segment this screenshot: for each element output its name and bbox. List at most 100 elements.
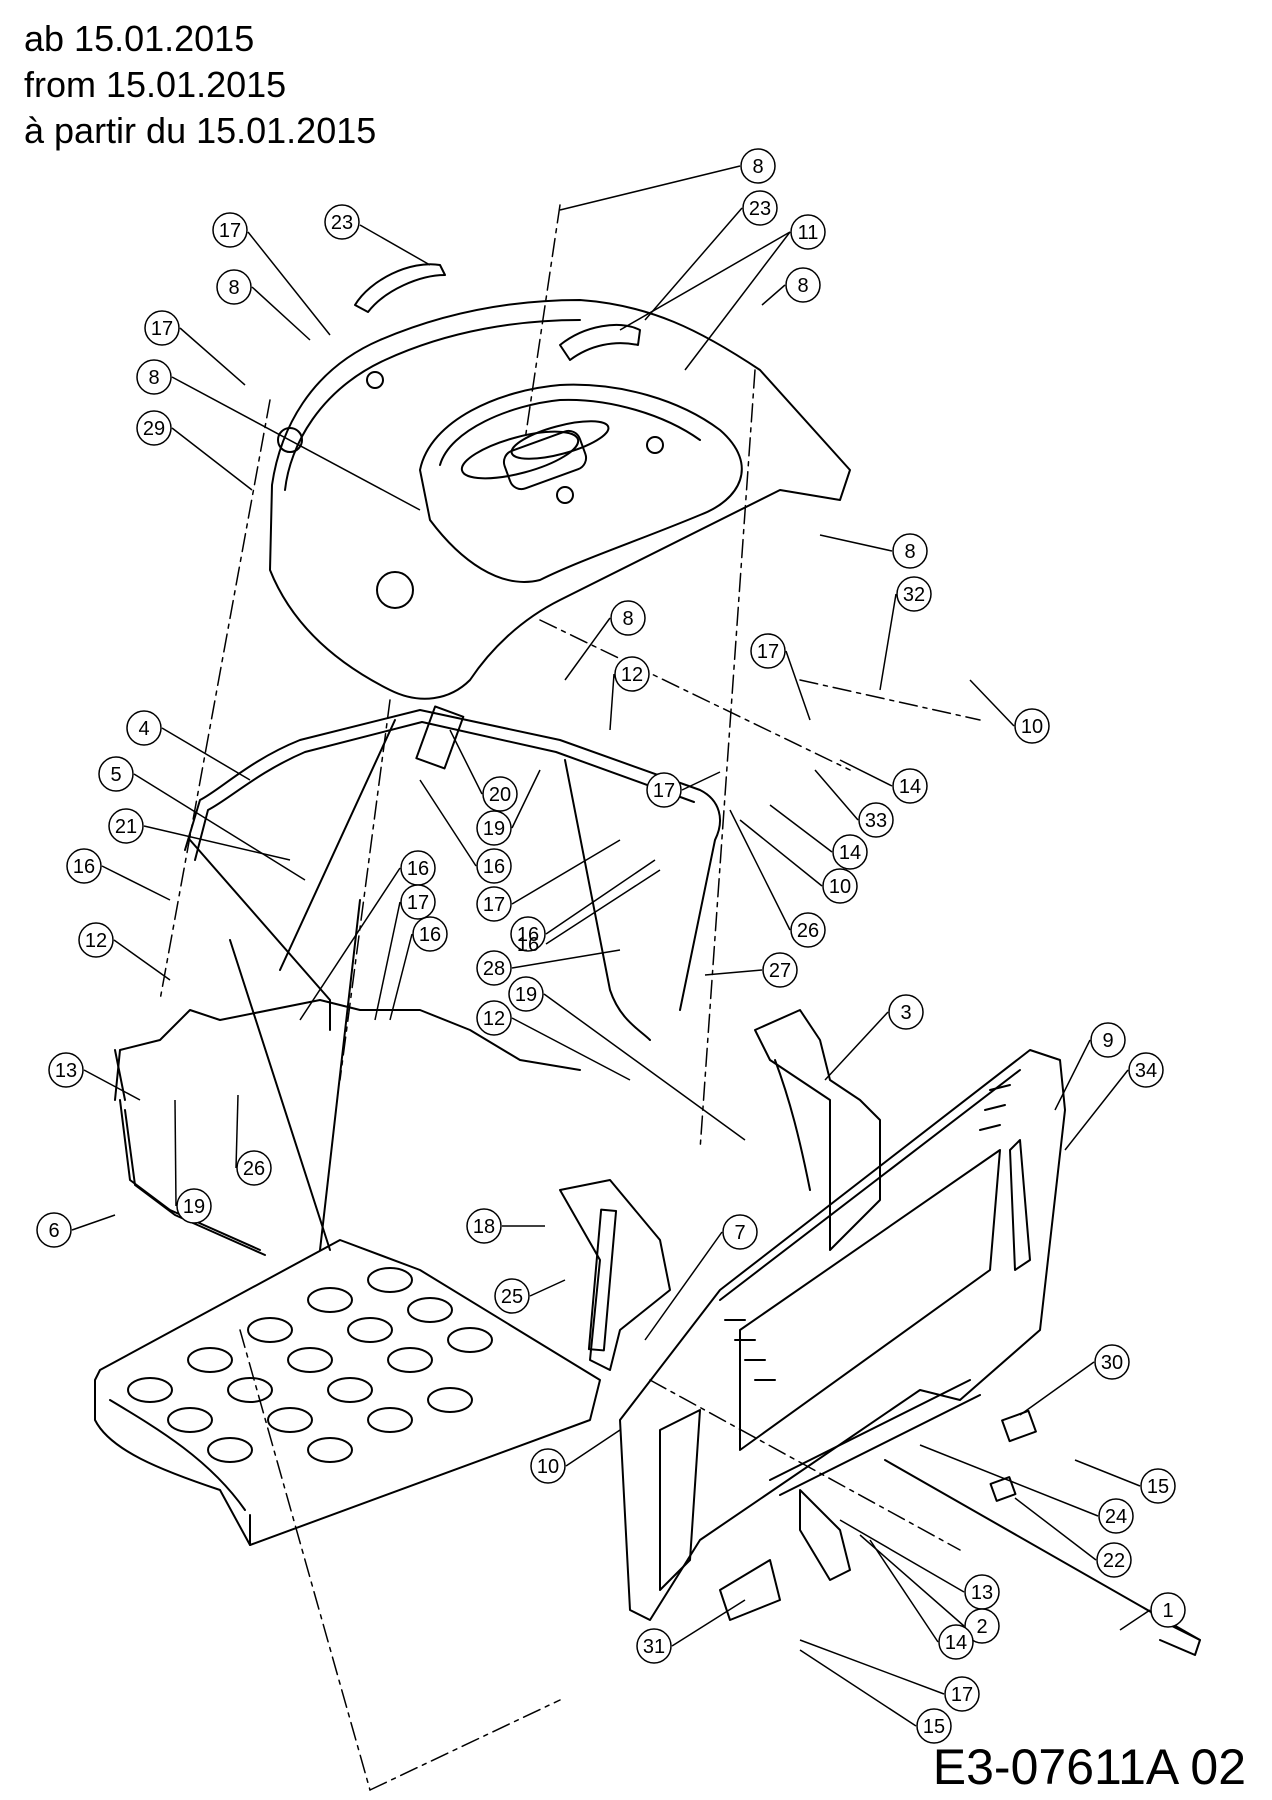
base-frame (114, 999, 581, 1256)
svg-text:8: 8 (228, 277, 239, 299)
callout-23-right: 23 (644, 190, 778, 321)
svg-text:15: 15 (1147, 1476, 1169, 1498)
svg-text:23: 23 (749, 198, 771, 220)
svg-text:8: 8 (797, 275, 808, 297)
svg-text:21: 21 (115, 816, 137, 838)
svg-text:16: 16 (483, 856, 505, 878)
effective-date-de: ab 15.01.2015 (24, 18, 255, 59)
callout-13-bottom: 13 (839, 1519, 1000, 1610)
svg-text:2: 2 (976, 1616, 987, 1638)
svg-text:5: 5 (110, 764, 121, 786)
callout-30: 30 (1019, 1344, 1130, 1416)
svg-text:17: 17 (951, 1684, 973, 1706)
callout-14-b: 14 (769, 804, 868, 870)
svg-text:17: 17 (483, 894, 505, 916)
callout-24: 24 (919, 1444, 1134, 1534)
svg-text:8: 8 (622, 608, 633, 630)
svg-text:18: 18 (473, 1216, 495, 1238)
callout-8-left-a: 8 (216, 269, 311, 341)
svg-text:16: 16 (517, 934, 539, 956)
svg-text:17: 17 (407, 892, 429, 914)
svg-text:12: 12 (85, 930, 107, 952)
callout-9: 9 (1054, 1022, 1126, 1111)
callout-8-top: 8 (559, 148, 776, 211)
callout-25: 25 (494, 1278, 566, 1314)
callout-4: 4 (126, 710, 251, 781)
callout-19-mid: 19 (508, 976, 746, 1141)
callout-14-a: 14 (839, 759, 928, 804)
svg-text:4: 4 (138, 718, 149, 740)
svg-text:14: 14 (899, 776, 921, 798)
svg-text:12: 12 (483, 1008, 505, 1030)
bracket-3 (754, 1009, 881, 1251)
svg-text:19: 19 (483, 818, 505, 840)
svg-text:17: 17 (151, 318, 173, 340)
effective-date-block: ab 15.01.2015 from 15.01.2015 à partir d… (24, 16, 376, 154)
svg-text:25: 25 (501, 1286, 523, 1308)
svg-text:14: 14 (945, 1632, 967, 1654)
svg-text:19: 19 (183, 1196, 205, 1218)
svg-text:19: 19 (515, 984, 537, 1006)
svg-text:8: 8 (752, 156, 763, 178)
callout-17-left: 17 (144, 310, 246, 386)
svg-text:22: 22 (1103, 1550, 1125, 1572)
svg-text:26: 26 (243, 1158, 265, 1180)
handle-left (354, 263, 446, 313)
svg-text:9: 9 (1102, 1030, 1113, 1052)
svg-text:17: 17 (653, 780, 675, 802)
callout-31: 31 (636, 1599, 746, 1664)
callout-10-top: 10 (969, 679, 1050, 744)
callout-22: 22 (1014, 1497, 1132, 1578)
callout-26-left: 26 (235, 1094, 272, 1186)
callout-28: 28 (476, 949, 621, 986)
callout-8-right-top: 8 (761, 267, 821, 306)
svg-text:7: 7 (734, 1222, 745, 1244)
callout-16-d: 16 (389, 916, 448, 1021)
callout-8-left-b: 8 (136, 359, 421, 511)
drawing-code: E3-07611A 02 (932, 1739, 1246, 1795)
svg-text:24: 24 (1105, 1506, 1127, 1528)
effective-date-en: from 15.01.2015 (24, 64, 287, 105)
callout-23-left: 23 (324, 204, 431, 266)
svg-text:32: 32 (903, 584, 925, 606)
handle-right (559, 324, 641, 361)
callout-17-right: 17 (750, 633, 811, 721)
callout-8-center: 8 (564, 600, 646, 681)
callout-5: 5 (98, 756, 306, 881)
callout-15-right: 15 (1074, 1459, 1176, 1504)
svg-text:29: 29 (143, 418, 165, 440)
callout-12-mid: 12 (476, 1000, 631, 1081)
callout-13-left: 13 (48, 1052, 141, 1101)
callout-29: 29 (136, 410, 253, 491)
svg-text:17: 17 (219, 220, 241, 242)
svg-text:30: 30 (1101, 1352, 1123, 1374)
callout-32: 32 (879, 576, 932, 691)
svg-text:1: 1 (1162, 1600, 1173, 1622)
svg-text:8: 8 (904, 541, 915, 563)
svg-text:8: 8 (148, 367, 159, 389)
callout-19-top: 19 (476, 769, 541, 846)
callout-12-left: 12 (78, 922, 171, 981)
svg-text:16: 16 (407, 858, 429, 880)
callout-17-mid: 17 (646, 771, 721, 808)
callout-26-top: 26 (729, 809, 826, 948)
svg-text:3: 3 (900, 1002, 911, 1024)
callout-10-mid: 10 (739, 819, 858, 904)
svg-text:10: 10 (829, 876, 851, 898)
callout-3: 3 (824, 994, 924, 1081)
svg-text:33: 33 (865, 810, 887, 832)
svg-text:13: 13 (971, 1582, 993, 1604)
callout-20: 20 (449, 729, 518, 812)
callout-16-f: 16 (517, 869, 661, 956)
callout-16-a: 16 (419, 779, 512, 884)
callout-16-e: 16 (510, 859, 656, 952)
svg-text:26: 26 (797, 920, 819, 942)
svg-text:10: 10 (1021, 716, 1043, 738)
callout-10-bottom: 10 (530, 1429, 621, 1484)
svg-text:23: 23 (331, 212, 353, 234)
svg-text:34: 34 (1135, 1060, 1157, 1082)
callout-16-c: 16 (299, 850, 436, 1021)
svg-text:20: 20 (489, 784, 511, 806)
svg-text:28: 28 (483, 958, 505, 980)
